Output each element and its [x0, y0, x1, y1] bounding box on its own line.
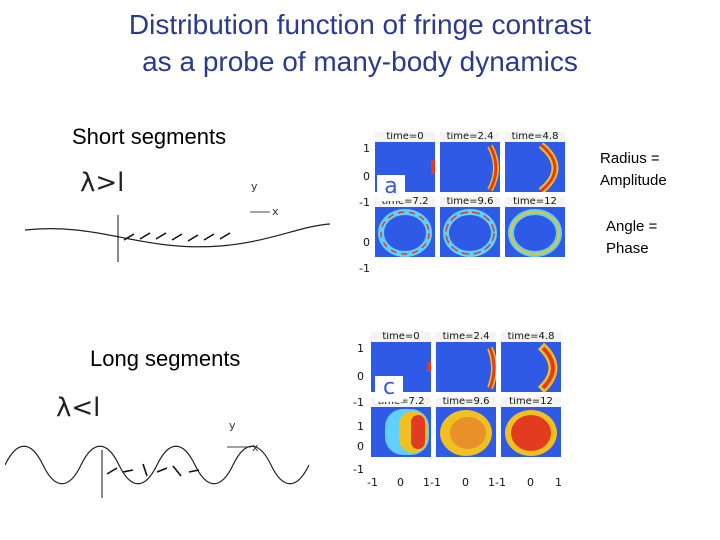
- radius-note: Radius = Amplitude: [600, 150, 667, 189]
- ytick: -1: [359, 262, 370, 275]
- short-segments-label: Short segments: [72, 124, 227, 149]
- long-spin-arrows: [106, 463, 200, 477]
- xtick: 0: [527, 476, 534, 489]
- figure-c-letter: c: [375, 376, 403, 402]
- ring-plot: [501, 407, 561, 457]
- short-y-label: y: [251, 180, 258, 193]
- ytick: -1: [353, 463, 364, 476]
- phase-panel: time=4.8: [505, 132, 565, 192]
- ytick: -1: [353, 396, 364, 409]
- phase-panel: time=9.6: [440, 197, 500, 257]
- phase-panel: time=2.4: [440, 132, 500, 192]
- long-wave-curve: [5, 445, 310, 485]
- short-wave-curve: [24, 223, 331, 248]
- long-x-label: x: [252, 441, 259, 454]
- short-spin-arrows: [123, 232, 231, 242]
- title-line-2: as a probe of many-body dynamics: [142, 46, 578, 77]
- xtick: 1-1: [488, 476, 506, 489]
- phase-panel: time=9.6: [436, 397, 496, 457]
- long-segments-sketch: [5, 445, 310, 498]
- ring-plot: [440, 142, 500, 192]
- xtick: 1-1: [423, 476, 441, 489]
- phase-panel: time=7.2: [371, 397, 431, 457]
- ytick: 0: [363, 236, 370, 249]
- ring-plot: [436, 407, 496, 457]
- title-line-1: Distribution function of fringe contrast: [128, 9, 592, 40]
- ytick: 1: [357, 420, 364, 433]
- xtick: 1: [555, 476, 562, 489]
- long-segments-label: Long segments: [90, 346, 241, 371]
- ring-plot: [375, 207, 435, 257]
- figure-c: 1 0 -1 1 0 -1 time=0 time=2.4 time=4.8 t…: [345, 328, 575, 493]
- ytick: 1: [357, 342, 364, 355]
- ring-plot: [501, 342, 561, 392]
- short-lambda-label: λ>l: [80, 168, 125, 198]
- long-y-label: y: [229, 419, 236, 432]
- ytick: 0: [363, 170, 370, 183]
- ring-plot: [505, 207, 565, 257]
- ring-plot: [440, 207, 500, 257]
- ring-plot: [371, 407, 431, 457]
- xtick: 0: [397, 476, 404, 489]
- phase-panel: time=12: [501, 397, 561, 457]
- phase-panel: time=2.4: [436, 332, 496, 392]
- ytick: 1: [363, 142, 370, 155]
- long-lambda-label: λ<l: [56, 393, 101, 423]
- figure-a: 1 0 -1 0 -1 time=0 time=2.4 time=4.8 tim…: [345, 128, 575, 278]
- ytick: -1: [359, 196, 370, 209]
- short-segments-sketch: [24, 211, 331, 262]
- ytick: 0: [357, 370, 364, 383]
- phase-panel: time=4.8: [501, 332, 561, 392]
- figure-c-panels: time=0 time=2.4 time=4.8 time=7.2 time=9…: [371, 332, 561, 457]
- ring-plot: [436, 342, 496, 392]
- phase-panel: time=12: [505, 197, 565, 257]
- figure-a-letter: a: [377, 175, 405, 201]
- short-x-label: x: [272, 205, 279, 218]
- page-title: Distribution function of fringe contrast…: [0, 6, 720, 80]
- xtick: -1: [367, 476, 378, 489]
- phase-panel: time=7.2: [375, 197, 435, 257]
- angle-note: Angle = Phase: [606, 218, 658, 257]
- xtick: 0: [462, 476, 469, 489]
- ytick: 0: [357, 440, 364, 453]
- ring-plot: [505, 142, 565, 192]
